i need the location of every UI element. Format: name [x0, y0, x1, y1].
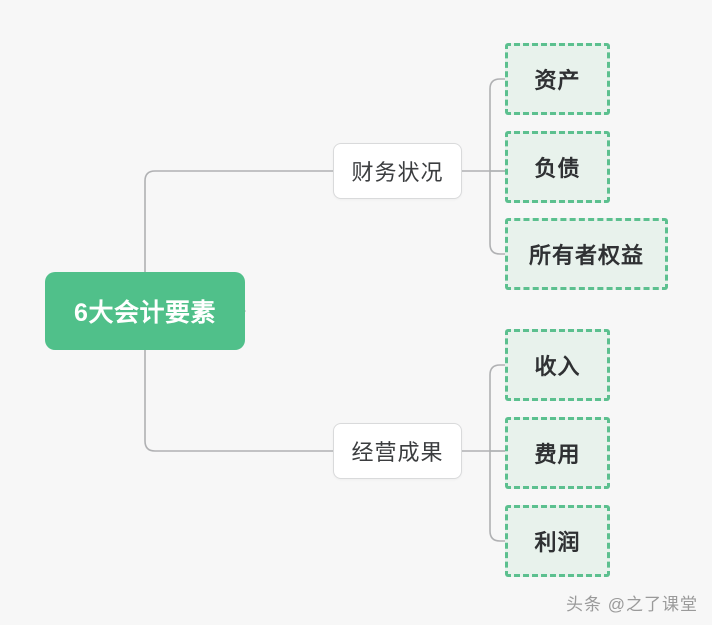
node-leaf-profit[interactable]: 利润 — [505, 505, 610, 577]
node-branch-financial-position[interactable]: 财务状况 — [333, 143, 462, 199]
node-root[interactable]: 6大会计要素 — [45, 272, 245, 350]
node-leaf-owners-equity[interactable]: 所有者权益 — [505, 218, 668, 290]
node-leaf-revenue[interactable]: 收入 — [505, 329, 610, 401]
edge-branch2-to-leaf-1 — [489, 364, 506, 452]
edge-branch1-to-leaf-1 — [489, 78, 506, 172]
node-leaf-assets[interactable]: 资产 — [505, 43, 610, 115]
node-leaf-expenses[interactable]: 费用 — [505, 417, 610, 489]
edge-branch2-to-leaf-3 — [489, 450, 506, 542]
node-branch-operating-results[interactable]: 经营成果 — [333, 423, 462, 479]
watermark: 头条 @之了课堂 — [566, 595, 698, 614]
node-leaf-liabilities[interactable]: 负债 — [505, 131, 610, 203]
edge-branch1-to-leaf-3 — [489, 170, 506, 255]
